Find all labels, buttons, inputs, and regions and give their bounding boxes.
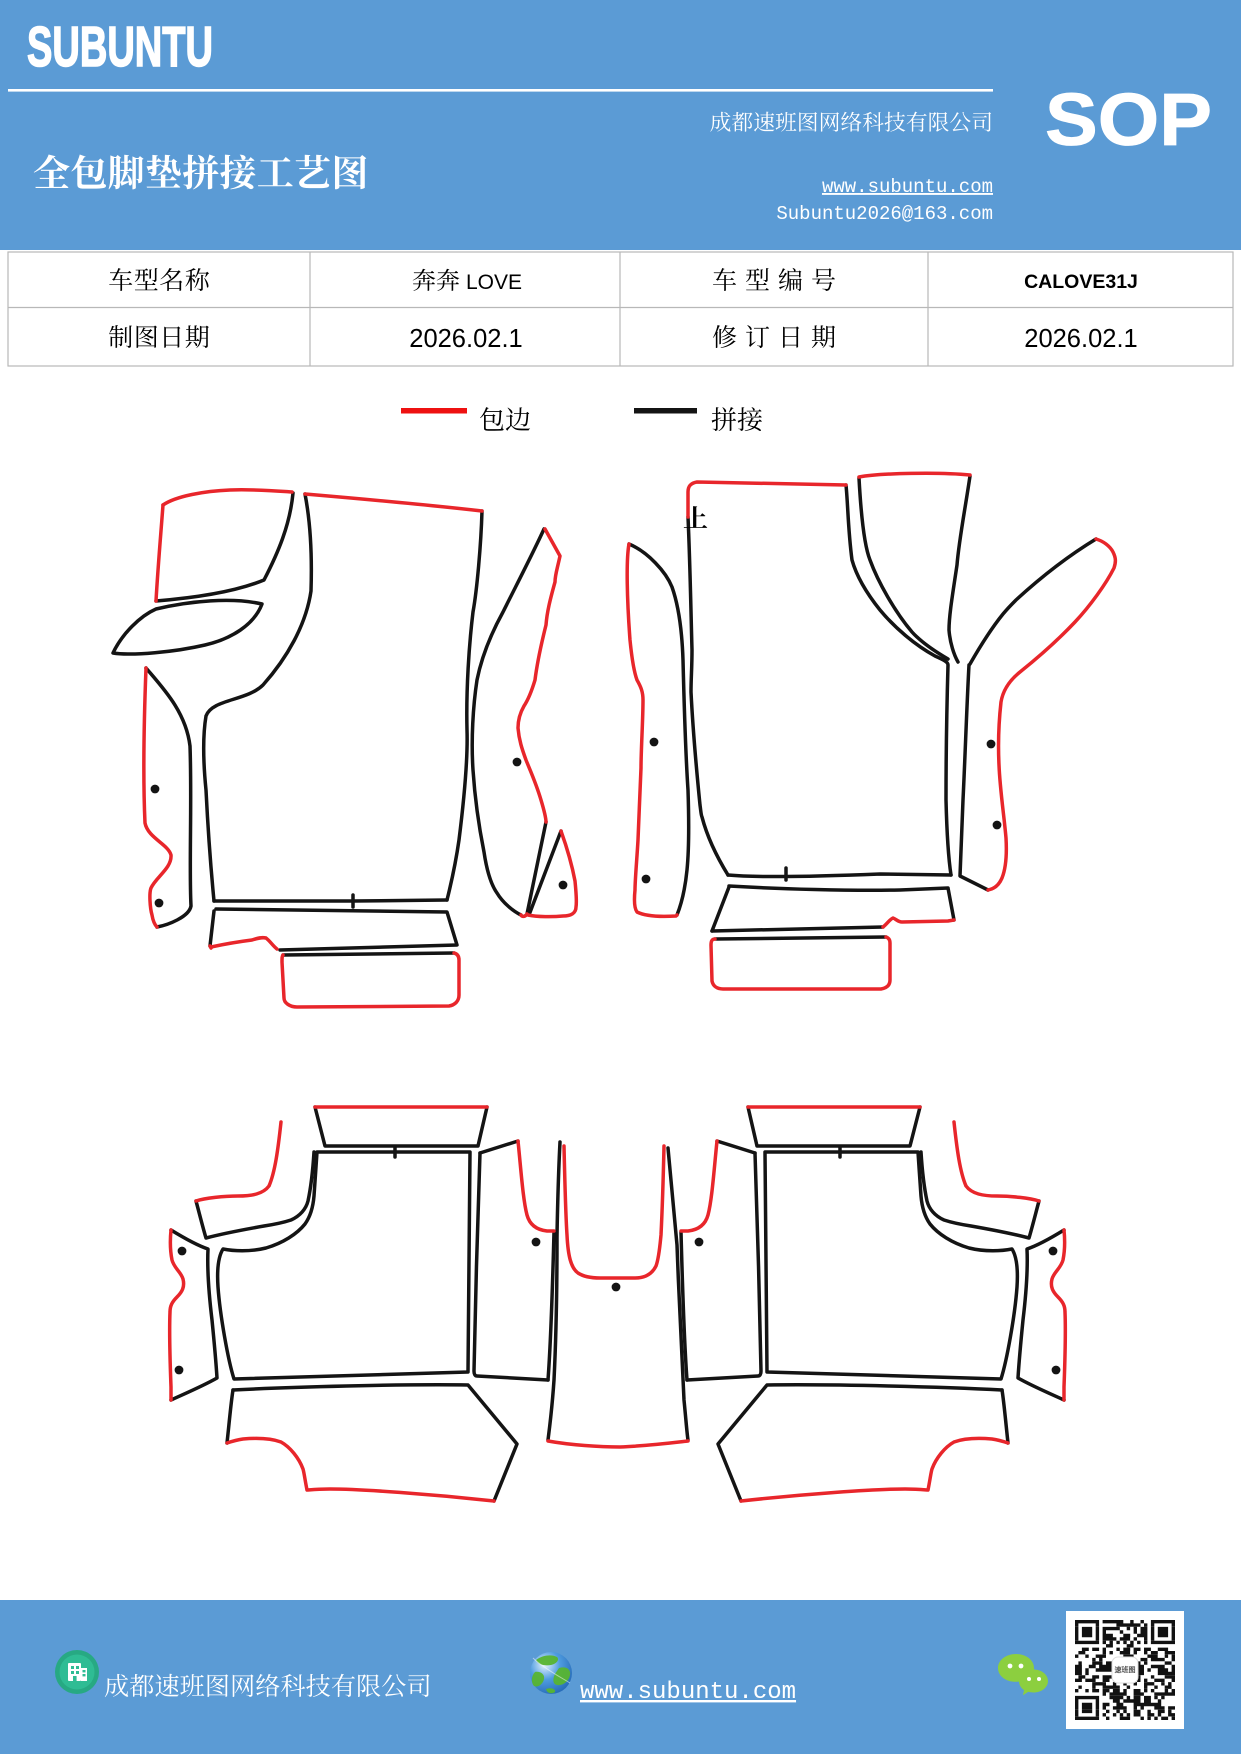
svg-text:CALOVE31J: CALOVE31J [1024, 271, 1138, 293]
svg-text:Subuntu2026@163.com: Subuntu2026@163.com [776, 203, 993, 225]
svg-text:2026.02.1: 2026.02.1 [409, 325, 522, 353]
svg-text:SUBUNTU: SUBUNTU [27, 15, 213, 79]
svg-text:SOP: SOP [1045, 78, 1212, 161]
svg-text:LOVE: LOVE [466, 271, 522, 294]
svg-text:速班图: 速班图 [1115, 1665, 1136, 1674]
svg-text:www.subuntu.com: www.subuntu.com [580, 1679, 796, 1706]
svg-text:www.subuntu.com: www.subuntu.com [822, 176, 993, 198]
svg-text:2026.02.1: 2026.02.1 [1024, 325, 1137, 353]
